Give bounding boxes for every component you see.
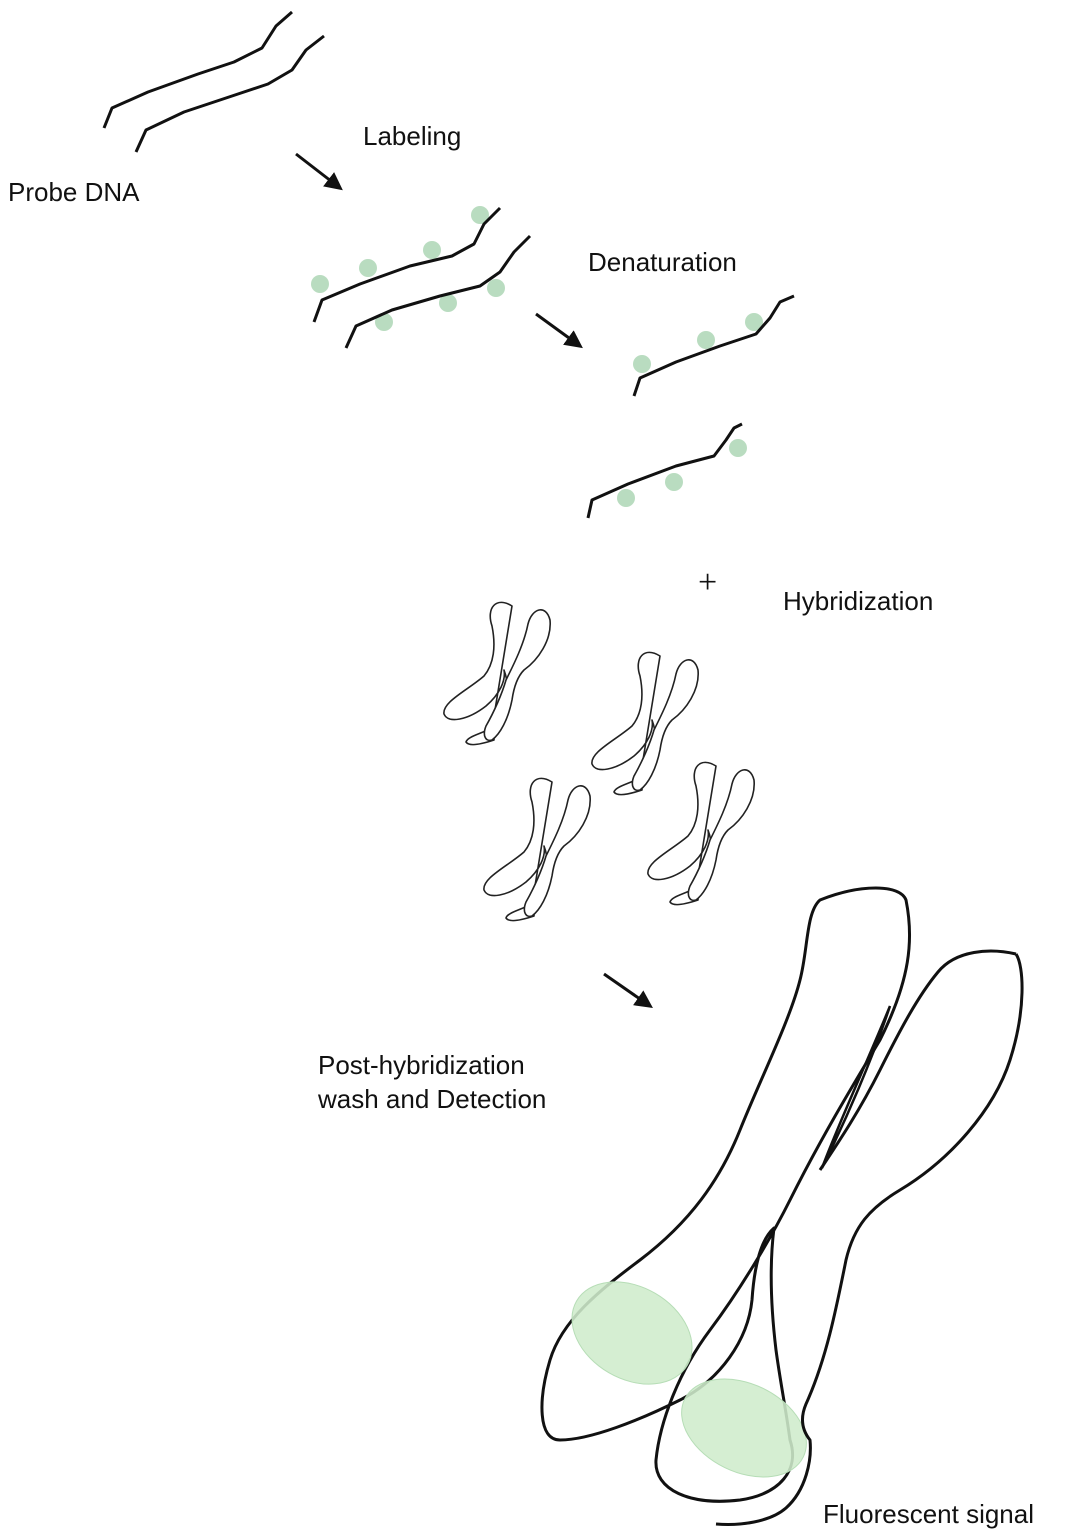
arrow-detection [604, 974, 650, 1006]
arrow-labeling [296, 154, 340, 188]
labeled-probe [311, 206, 530, 348]
denatured-strands [588, 296, 794, 518]
probe-dna-strands [104, 12, 324, 152]
chromosome-small-3 [484, 778, 590, 920]
label-post-hybridization-line2: wash and Detection [318, 1082, 618, 1116]
label-hybridization: Hybridization [783, 585, 933, 617]
label-probe-dna: Probe DNA [8, 176, 140, 208]
label-post-hybridization: Post-hybridization wash and Detection [318, 1048, 618, 1116]
probe-strand-b [136, 36, 324, 152]
fluorescent-signal-spots [554, 1261, 823, 1496]
chromosome-small-4 [648, 762, 754, 904]
label-post-hybridization-line1: Post-hybridization [318, 1048, 618, 1082]
small-chromosomes [444, 602, 754, 920]
label-fluorescent-signal: Fluorescent signal [823, 1498, 1034, 1530]
chromosome-small-2 [592, 652, 698, 794]
label-labeling: Labeling [363, 120, 461, 152]
chromosome-small-1 [444, 602, 550, 744]
probe-strand-a [104, 12, 292, 128]
label-denaturation: Denaturation [588, 246, 737, 278]
arrow-denaturation [536, 314, 580, 346]
plus-sign: + [698, 566, 717, 600]
large-chromosome [542, 888, 1022, 1524]
